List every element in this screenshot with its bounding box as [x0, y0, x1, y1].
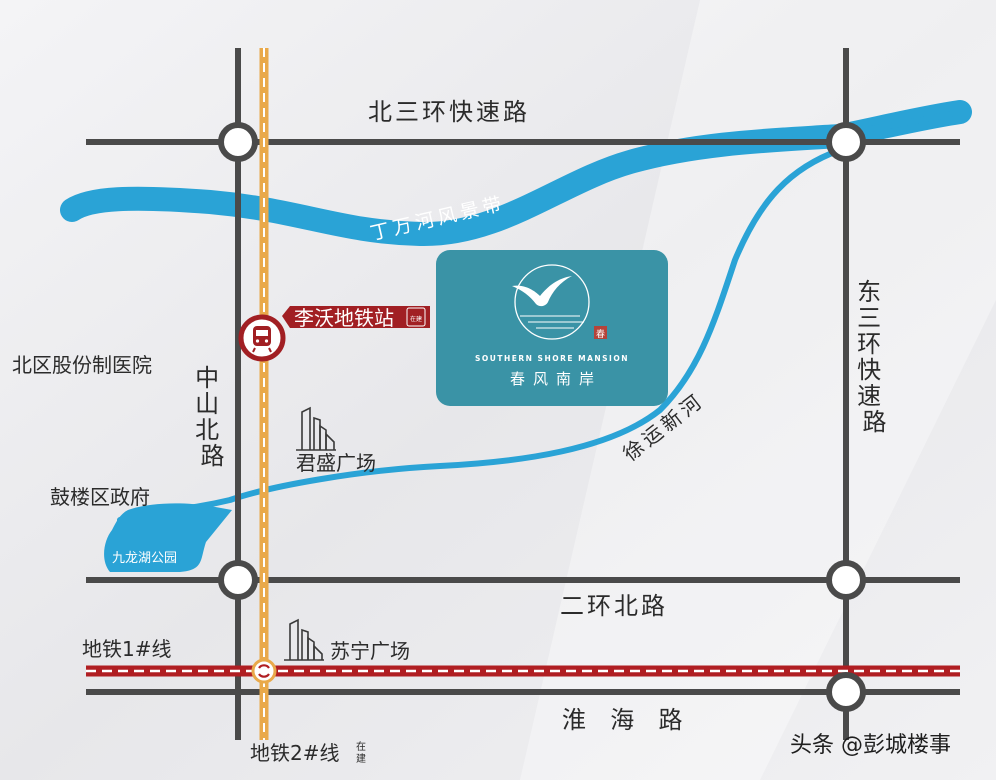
project-name-cn: 春风南岸: [510, 370, 602, 388]
huaihai-road-label: 淮 海 路: [562, 706, 686, 734]
watermark-text: 头条 @彭城楼事: [790, 733, 951, 758]
background-light-sweep: [520, 0, 996, 780]
junsheng-label: 君盛广场: [296, 451, 376, 475]
interchange-nw: [218, 122, 258, 162]
interchange-sw: [218, 560, 258, 600]
moon-circle: [514, 264, 590, 340]
hospital-label: 北区股份制医院: [12, 353, 152, 377]
swallow-icon: [512, 276, 572, 307]
interchange-se: [826, 560, 866, 600]
jiulong-park-label: 九龙湖公园: [112, 551, 177, 566]
gulou-gov-label: 鼓楼区政府: [50, 485, 150, 509]
project-logo-box: 春 SOUTHERN SHORE MANSION 春风南岸: [436, 250, 668, 406]
metro-line-2-status: 在 建: [356, 741, 369, 765]
interchange-huaihai-east: [826, 672, 866, 712]
station-name: 李沃地铁站: [294, 306, 394, 330]
east-ring-road-label: 东 三 环 快 速 路: [857, 278, 895, 436]
station-status: 在建: [410, 315, 422, 323]
north-ring-road-label: 北三环快速路: [368, 98, 530, 126]
lixiao-station-label: 李沃地铁站 在建: [282, 306, 430, 330]
xuyun-river: [117, 147, 843, 523]
jiulong-lake: [104, 503, 232, 572]
seal-stamp: [594, 326, 607, 339]
lixiao-station-marker: [238, 314, 286, 362]
seal-text: 春: [596, 328, 605, 340]
interchange-ne: [826, 122, 866, 162]
junsheng-building-icon: [296, 406, 336, 451]
second-ring-road-label: 二环北路: [560, 592, 668, 620]
suning-label: 苏宁广场: [330, 639, 410, 663]
metro-transfer-icon: [251, 658, 277, 684]
suning-building-icon: [284, 618, 324, 661]
metro-line-1-label: 地铁1#线: [82, 637, 171, 661]
metro-line-2-label: 地铁2#线: [250, 741, 339, 765]
zhongshan-road-label: 中 山 北 路: [195, 364, 233, 470]
project-name-en: SOUTHERN SHORE MANSION: [475, 354, 629, 363]
